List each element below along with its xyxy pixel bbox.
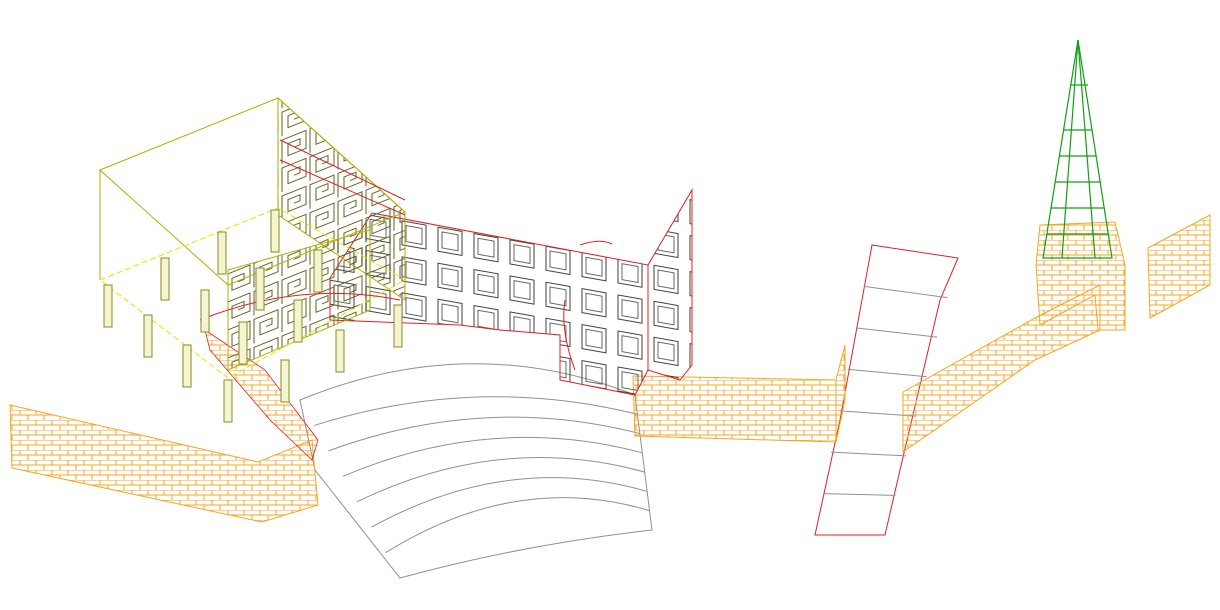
brick-wall-far-right <box>1147 214 1211 319</box>
column <box>393 304 403 348</box>
stair-step <box>328 416 640 452</box>
column <box>103 284 113 328</box>
column <box>270 209 280 253</box>
column <box>217 231 227 275</box>
column <box>335 329 345 373</box>
obelisk-base <box>1035 221 1126 331</box>
ramp-step <box>855 327 938 338</box>
stair-step <box>371 477 648 528</box>
column <box>182 344 192 388</box>
obelisk <box>1035 39 1126 331</box>
brick-wall-left <box>9 404 319 523</box>
pavilion <box>99 96 407 423</box>
stair-step <box>314 396 638 426</box>
ramp-step <box>863 285 948 299</box>
ramp-step <box>831 451 906 457</box>
column <box>255 267 265 311</box>
patterned-wall <box>329 188 693 396</box>
column <box>293 299 303 343</box>
ramp-step <box>847 368 927 378</box>
stair-step <box>356 457 645 503</box>
column <box>160 257 170 301</box>
brick-wall-right <box>902 284 1101 453</box>
column <box>200 289 210 333</box>
column <box>238 321 248 365</box>
ramp-step <box>823 493 896 496</box>
column <box>280 359 290 403</box>
stairs-outline <box>299 363 653 579</box>
column <box>143 314 153 358</box>
stair-step <box>342 436 643 477</box>
patterned-wall-wing <box>647 188 693 381</box>
stair-step <box>385 497 650 553</box>
red-contour <box>563 240 613 371</box>
brick-wall-middle <box>632 344 846 443</box>
column <box>223 379 233 423</box>
amphitheater-stairs <box>299 363 653 579</box>
column <box>313 249 323 293</box>
obelisk-shaft <box>1042 39 1113 259</box>
